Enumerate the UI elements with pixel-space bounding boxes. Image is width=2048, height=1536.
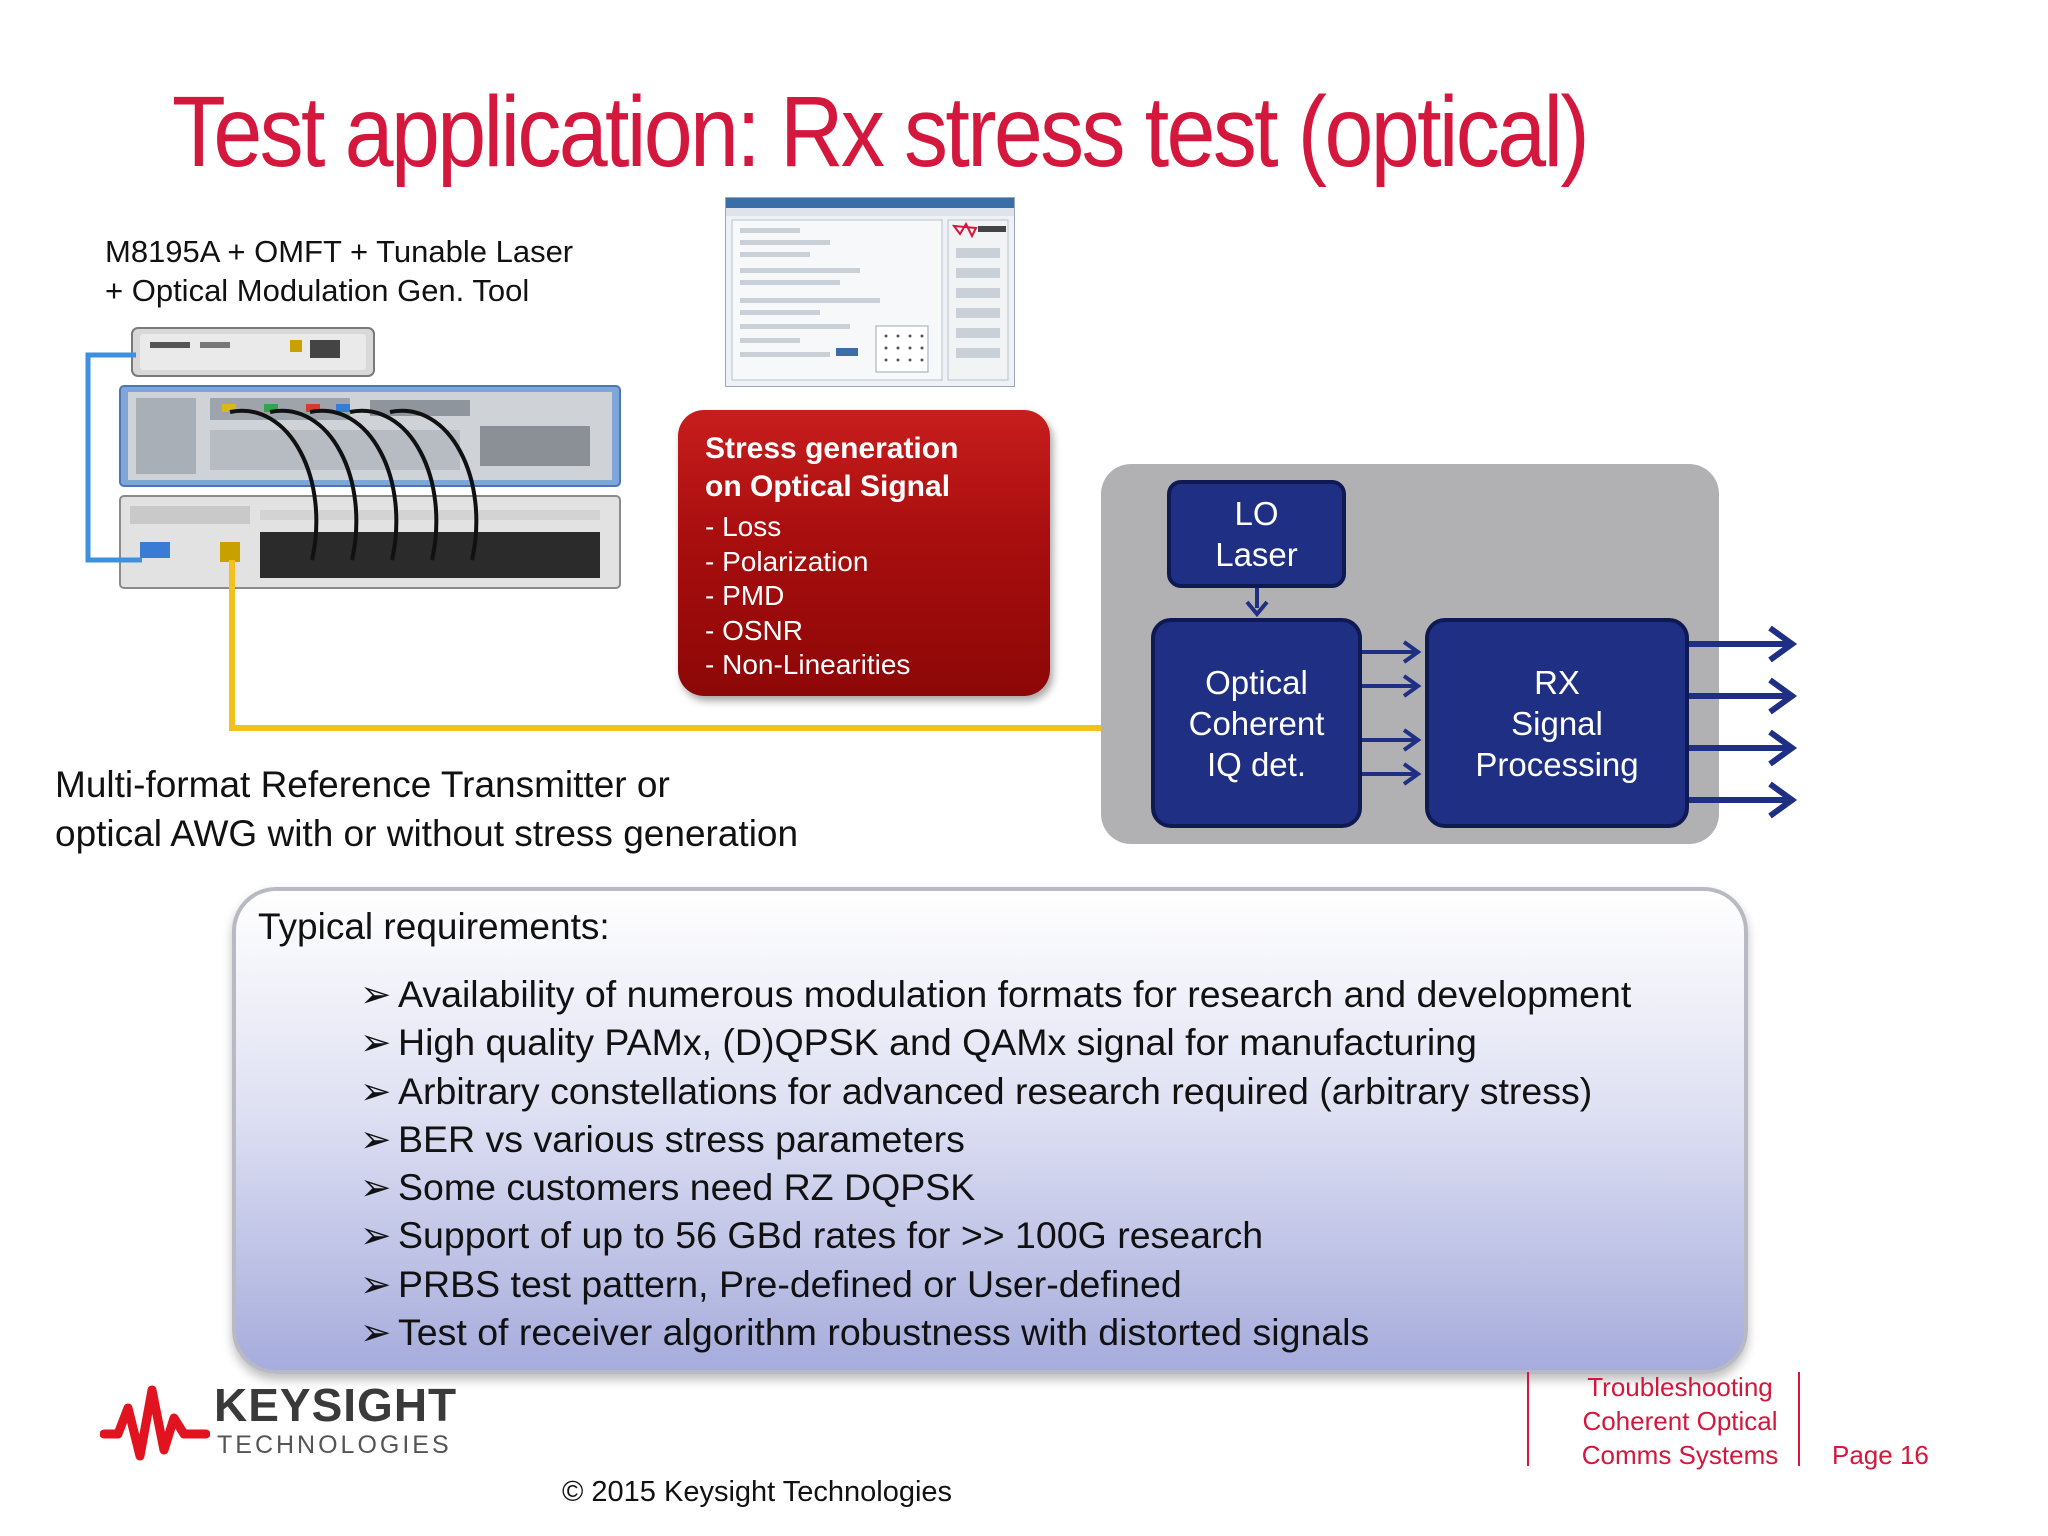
- transmitter-caption-line1: Multi-format Reference Transmitter or: [55, 764, 670, 805]
- receiver-arrows: [1245, 588, 1798, 819]
- lo-laser-block: LO Laser: [1167, 480, 1346, 588]
- slide-title: Test application: Rx stress test (optica…: [172, 76, 1590, 188]
- footer-divider: [1798, 1372, 1800, 1466]
- stress-heading-line1: Stress generation: [705, 432, 959, 465]
- lo-laser-label: LO Laser: [1215, 495, 1298, 573]
- requirement-item: ➢Test of receiver algorithm robustness w…: [360, 1308, 1631, 1356]
- stress-heading-line2: on Optical Signal: [705, 470, 951, 503]
- requirement-item: ➢PRBS test pattern, Pre-defined or User-…: [360, 1260, 1631, 1308]
- requirements-list: ➢Availability of numerous modulation for…: [360, 970, 1631, 1356]
- requirement-text: PRBS test pattern, Pre-defined or User-d…: [398, 1262, 1182, 1305]
- stress-generation-box: Stress generation on Optical Signal - Lo…: [678, 410, 1050, 696]
- setup-caption: M8195A + OMFT + Tunable Laser + Optical …: [105, 232, 573, 310]
- stress-item: - OSNR: [705, 614, 803, 646]
- page-label: Page: [1832, 1440, 1893, 1470]
- keysight-wave-icon: [100, 1385, 210, 1461]
- stress-item: - Loss: [705, 511, 782, 542]
- transmitter-caption-line2: optical AWG with or without stress gener…: [55, 813, 799, 854]
- chevron-arrow-icon: [1245, 600, 1269, 618]
- stress-item: - PMD: [705, 580, 785, 611]
- requirements-title: Typical requirements:: [258, 906, 610, 947]
- keysight-wave-icon: [951, 221, 978, 239]
- page-number: 16: [1899, 1440, 1929, 1470]
- bullet-arrow-icon: ➢: [360, 1311, 392, 1354]
- footer-section-line1: Troubleshooting: [1587, 1372, 1773, 1402]
- footer-section-line3: Comms Systems: [1581, 1440, 1779, 1470]
- bullet-arrow-icon: ➢: [360, 973, 392, 1015]
- requirement-text: Availability of numerous modulation form…: [398, 973, 1632, 1015]
- requirement-text: Arbitrary constellations for advanced re…: [398, 1069, 1593, 1112]
- footer-section-line2: Coherent Optical: [1582, 1406, 1778, 1436]
- setup-caption-line2: + Optical Modulation Gen. Tool: [105, 273, 530, 308]
- rx-processing-label: RX Signal Processing: [1475, 663, 1639, 783]
- stress-list: - Loss - Polarization - PMD - OSNR - Non…: [705, 510, 1050, 683]
- stress-item: - Non-Linearities: [705, 649, 911, 680]
- requirement-item: ➢Arbitrary constellations for advanced r…: [360, 1067, 1631, 1115]
- optical-coherent-label: Optical Coherent IQ det.: [1188, 663, 1325, 783]
- bullet-arrow-icon: ➢: [360, 1021, 392, 1064]
- requirement-text: Support of up to 56 GBd rates for >> 100…: [398, 1214, 1264, 1257]
- requirements-panel: [232, 887, 1748, 1374]
- modulation-tool-screenshot: [725, 197, 1015, 387]
- bullet-arrow-icon: ➢: [360, 1117, 392, 1160]
- rx-processing-block: RX Signal Processing: [1425, 618, 1689, 828]
- footer-section-title: Troubleshooting Coherent Optical Comms S…: [1545, 1370, 1815, 1472]
- stress-item: - Polarization: [705, 545, 869, 577]
- requirement-text: BER vs various stress parameters: [398, 1117, 965, 1160]
- setup-caption-line1: M8195A + OMFT + Tunable Laser: [105, 234, 574, 269]
- instrument-setup-photo: [85, 327, 621, 589]
- copyright: © 2015 Keysight Technologies: [562, 1476, 953, 1508]
- requirement-item: ➢BER vs various stress parameters: [360, 1115, 1631, 1163]
- requirement-item: ➢Support of up to 56 GBd rates for >> 10…: [360, 1211, 1631, 1259]
- bullet-arrow-icon: ➢: [360, 1069, 392, 1112]
- transmitter-caption: Multi-format Reference Transmitter or op…: [55, 760, 798, 858]
- requirement-text: Test of receiver algorithm robustness wi…: [398, 1311, 1370, 1354]
- optical-coherent-block: Optical Coherent IQ det.: [1151, 618, 1362, 828]
- requirement-item: ➢High quality PAMx, (D)QPSK and QAMx sig…: [360, 1018, 1631, 1066]
- bullet-arrow-icon: ➢: [360, 1262, 392, 1305]
- logo-subtitle: TECHNOLOGIES: [217, 1431, 452, 1459]
- bullet-arrow-icon: ➢: [360, 1166, 392, 1209]
- logo-wordmark: KEYSIGHT: [214, 1379, 458, 1431]
- page-indicator: Page 16: [1832, 1438, 1929, 1472]
- requirement-item: ➢Availability of numerous modulation for…: [360, 970, 1631, 1018]
- requirement-item: ➢Some customers need RZ DQPSK: [360, 1163, 1631, 1211]
- requirement-text: Some customers need RZ DQPSK: [398, 1166, 976, 1209]
- requirement-text: High quality PAMx, (D)QPSK and QAMx sign…: [398, 1021, 1477, 1064]
- bullet-arrow-icon: ➢: [360, 1214, 392, 1257]
- footer-divider: [1527, 1372, 1529, 1466]
- blue-fiber-cable: [85, 352, 142, 563]
- keysight-logo: KEYSIGHT TECHNOLOGIES: [100, 1380, 456, 1470]
